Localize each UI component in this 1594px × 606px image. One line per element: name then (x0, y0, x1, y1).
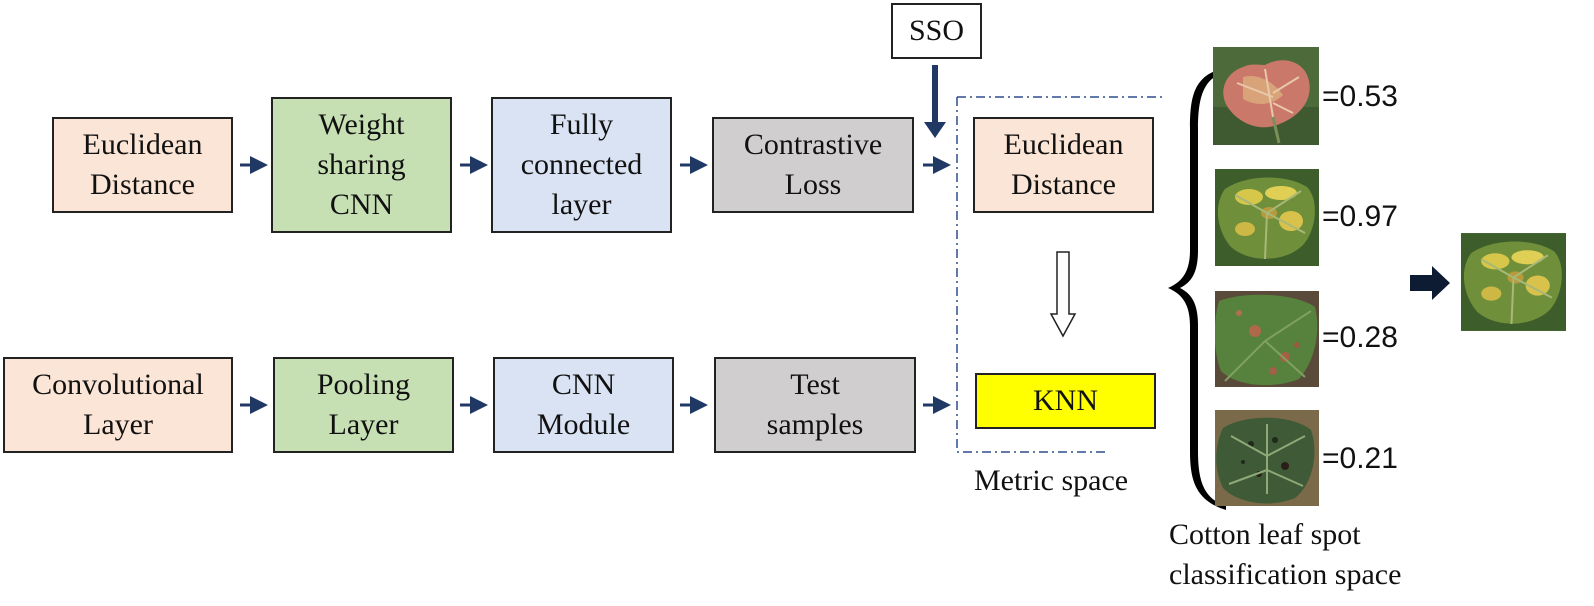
yellow-spotted-cotton-leaf (1215, 169, 1319, 266)
test-samples-line-1: Test (790, 368, 840, 401)
cnn-module-line-2: Module (536, 408, 631, 441)
result-cotton-leaf (1461, 233, 1566, 331)
pooling-line-2: Layer (328, 408, 399, 441)
contrastive-loss-line-1: Contrastive (743, 128, 883, 161)
score-leaf-4: =0.21 (1322, 442, 1398, 475)
test-samples-line-2: samples (766, 408, 864, 441)
classification-caption-line-2: classification space (1169, 558, 1402, 591)
weight-sharing-line-3: CNN (329, 188, 394, 221)
score-leaf-2: =0.97 (1322, 200, 1398, 233)
weight-sharing-line-1: Weight (318, 108, 405, 141)
sso-arrow-head (924, 122, 946, 138)
fully-connected-line-2: connected (520, 148, 643, 181)
euclidean-distance-box-metric: Euclidean Distance (973, 117, 1154, 213)
fully-connected-layer-box: Fully connected layer (491, 97, 672, 233)
euclidean-distance-box-top: Euclidean Distance (52, 117, 233, 213)
convolutional-line-1: Convolutional (32, 368, 204, 401)
classification-caption-line-1: Cotton leaf spot (1169, 518, 1361, 551)
hollow-down-arrow (1049, 251, 1077, 338)
convolutional-line-2: Layer (83, 408, 153, 441)
knn-box: KNN (975, 373, 1156, 429)
cnn-module-line-1: CNN (551, 368, 616, 401)
contrastive-loss-box: Contrastive Loss (712, 117, 914, 213)
dark-spotted-cotton-leaf (1215, 410, 1319, 506)
metric-space-caption: Metric space (974, 464, 1129, 497)
weight-sharing-cnn-box: Weight sharing CNN (271, 97, 452, 233)
sso-label: SSO (908, 14, 965, 47)
pooling-layer-box: Pooling Layer (273, 357, 454, 453)
euclidean-distance-line-2: Distance (90, 168, 195, 201)
test-samples-box: Test samples (714, 357, 916, 453)
knn-label: KNN (1033, 384, 1098, 417)
euclidean-distance-line-1: Euclidean (82, 128, 203, 161)
curly-brace (1168, 68, 1226, 510)
score-leaf-3: =0.28 (1322, 321, 1398, 354)
metric-space-boundary (956, 96, 1163, 453)
weight-sharing-line-2: sharing (317, 148, 406, 181)
score-leaf-1: =0.53 (1322, 80, 1398, 113)
fully-connected-line-1: Fully (549, 108, 614, 141)
sso-box: SSO (891, 3, 982, 59)
contrastive-loss-line-2: Loss (784, 168, 842, 201)
pooling-line-1: Pooling (316, 368, 411, 401)
red-autumn-cotton-leaf (1213, 47, 1319, 145)
brown-spot-cotton-leaf (1215, 291, 1319, 387)
result-arrow (1410, 266, 1450, 300)
convolutional-layer-box: Convolutional Layer (3, 357, 233, 453)
metric-distance-line-1: Euclidean (1003, 128, 1124, 161)
cnn-module-box: CNN Module (493, 357, 674, 453)
fully-connected-line-3: layer (551, 188, 612, 221)
metric-distance-line-2: Distance (1011, 168, 1116, 201)
